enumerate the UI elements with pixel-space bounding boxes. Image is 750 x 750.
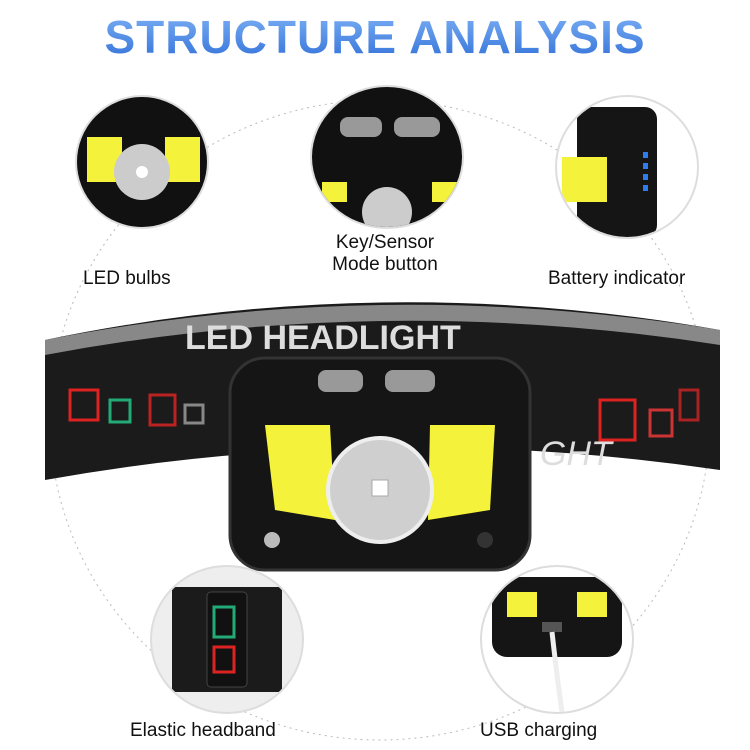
label-usb-charging: USB charging: [480, 720, 598, 741]
label-elastic-headband: Elastic headband: [130, 720, 276, 741]
headband-edge: [45, 304, 720, 355]
headband-text-tail: GHT: [540, 435, 614, 473]
sensor-dot: [264, 532, 280, 548]
sensor-button-shape: [385, 370, 435, 392]
label-key-sensor: Key/Sensor: [335, 232, 435, 253]
label-mode-button: Mode button: [332, 254, 438, 275]
detail-battery-indicator: [555, 95, 699, 239]
label-battery-indicator: Battery indicator: [548, 268, 686, 289]
headband-text: LED HEADLIGHT: [185, 319, 461, 357]
cob-left: [265, 425, 335, 520]
detail-usb-charging: [480, 565, 634, 714]
detail-elastic-headband: [150, 565, 304, 714]
detail-led-bulbs: [75, 95, 209, 229]
detail-mode-button: [310, 85, 464, 229]
cob-right: [428, 425, 495, 520]
usb-port-dot: [477, 532, 493, 548]
headband-pattern: [68, 388, 700, 442]
label-led-bulbs: LED bulbs: [83, 268, 171, 289]
power-button-shape: [318, 370, 363, 392]
page-title: STRUCTURE ANALYSIS: [0, 10, 750, 64]
center-led: [371, 479, 389, 497]
